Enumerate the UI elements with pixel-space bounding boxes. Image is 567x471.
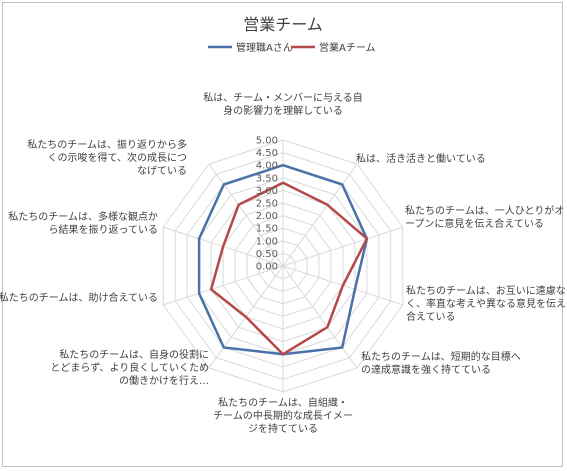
category-label: 私たちのチームは、自組織・チームの中長期的な成長イメージを持てている xyxy=(213,396,353,435)
grid-spoke xyxy=(282,163,358,267)
category-label: 私たちのチームは、短期的な目標への達成意識を強く持てている xyxy=(361,350,521,376)
category-label: 私は、活き活きと働いている xyxy=(356,152,486,165)
grid-spoke xyxy=(208,163,284,267)
category-label: 私たちのチームは、多様な観点から結果を振り返っている xyxy=(8,210,158,236)
category-label: 私たちのチームは、一人ひとりがオープンに意見を伝え合えている xyxy=(405,204,564,230)
tick-label: 0.50 xyxy=(256,249,278,260)
category-label: 私たちのチームは、振り返りから多くの示唆を得て、次の成長につなげている xyxy=(27,138,187,177)
tick-label: 4.00 xyxy=(256,161,278,172)
tick-label: 1.00 xyxy=(256,236,278,247)
legend-label-series-1: 管理職Aさん xyxy=(236,41,293,54)
legend-label-series-2: 営業Aチーム xyxy=(319,41,376,54)
grid-spoke xyxy=(163,265,284,306)
category-label: 私たちのチームは、お互いに遠慮なく、率直な考えや異なる意見を伝え合えている xyxy=(406,284,566,323)
category-label: 私たちのチームは、自身の役割にとどまらず、より良くしていくための働きかけを行え… xyxy=(50,348,209,387)
category-label: 私たちのチームは、助け合えている xyxy=(0,291,158,304)
tick-label: 2.50 xyxy=(256,199,278,210)
tick-label: 3.50 xyxy=(256,173,278,184)
tick-label: 3.00 xyxy=(256,186,278,197)
legend: 管理職Aさん 営業Aチーム xyxy=(208,41,376,54)
chart-title: 営業チーム xyxy=(243,15,323,34)
grid-spoke xyxy=(282,265,358,369)
tick-label: 0.00 xyxy=(256,262,278,273)
category-labels: 私は、チーム・メンバーに与える自身の影響力を理解している私は、活き活きと働いてい… xyxy=(0,91,566,435)
series-layer xyxy=(197,163,369,356)
tick-label: 1.50 xyxy=(256,224,278,235)
tick-label: 2.00 xyxy=(256,211,278,222)
tick-labels: 0.00 0.50 1.001.50 2.002.50 3.00 3.504.00 4.50… xyxy=(256,136,278,273)
tick-label: 4.50 xyxy=(256,148,278,159)
series-line-2 xyxy=(209,181,369,356)
tick-label: 5.00 xyxy=(256,136,278,147)
grid-spoke xyxy=(282,226,403,267)
category-label: 私は、チーム・メンバーに与える自身の影響力を理解している xyxy=(203,91,362,117)
